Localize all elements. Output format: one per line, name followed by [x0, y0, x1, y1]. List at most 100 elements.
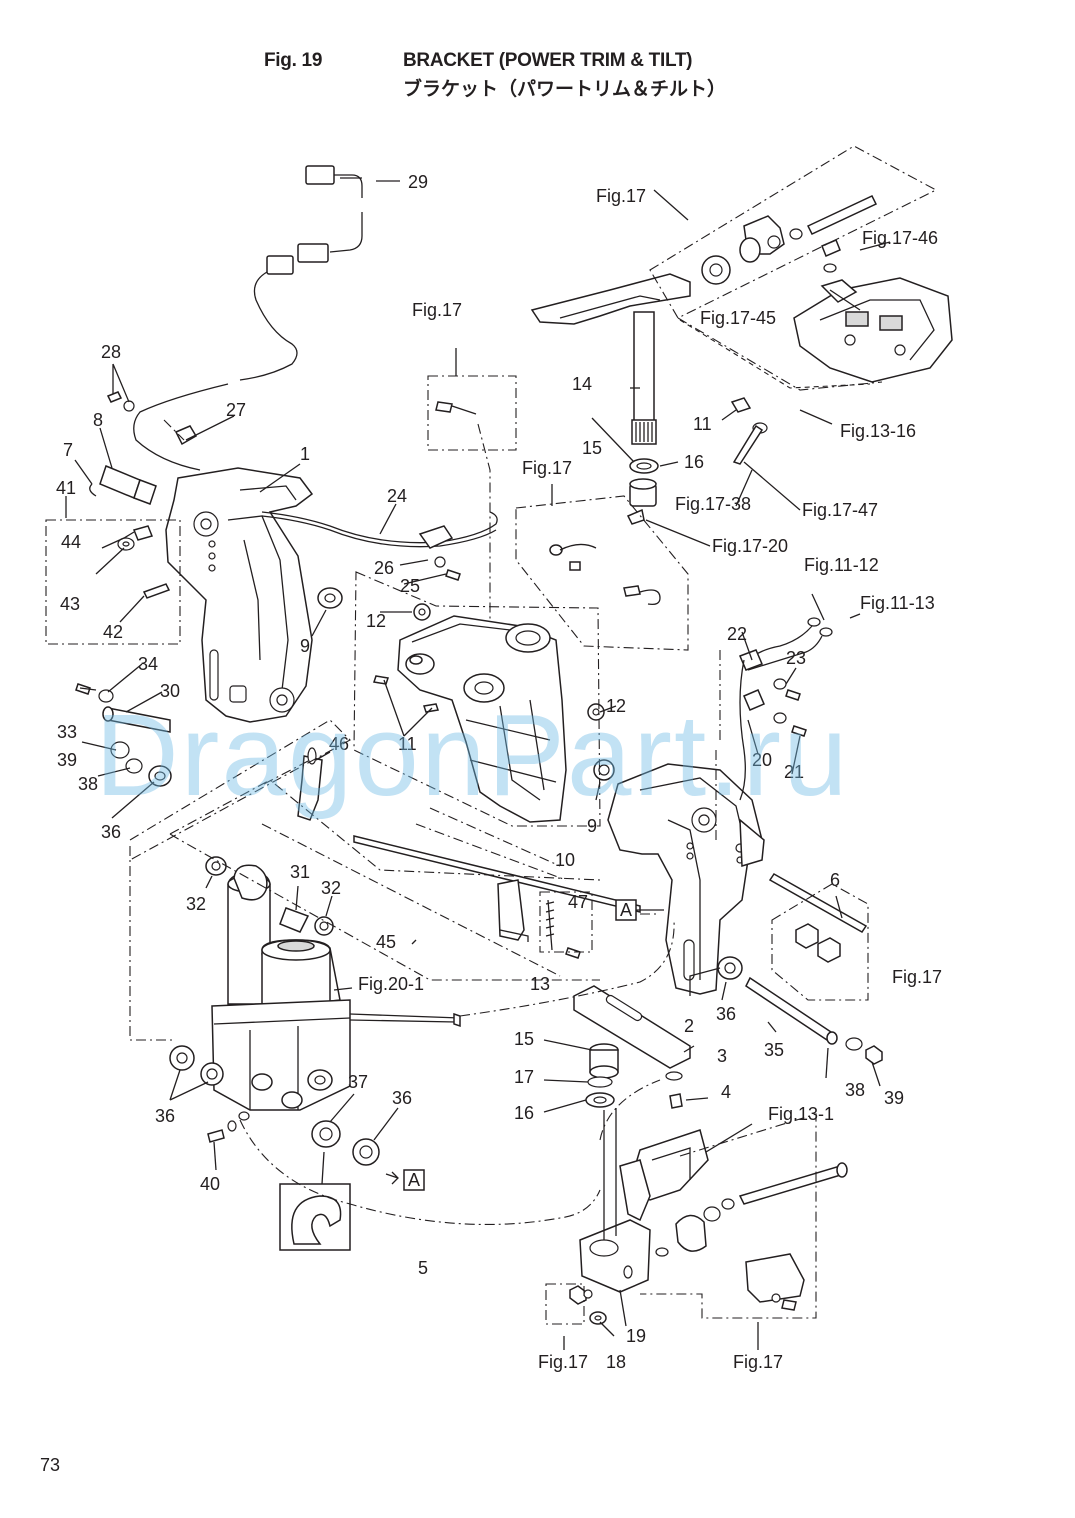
sensor-8-drawing: [89, 391, 198, 505]
callout-44: 44: [61, 532, 81, 552]
ref-fig17-bottom-left: Fig.17: [538, 1352, 588, 1372]
bushing-9-left-drawing: [317, 587, 343, 609]
callout-5: 5: [418, 1258, 428, 1278]
callout-32-right: 32: [321, 878, 341, 898]
bushings-32-drawing: [205, 856, 334, 936]
part-drawings: [75, 165, 953, 1325]
ref-fig11-12: Fig.11-12: [804, 555, 879, 575]
plate-3-drawing: [573, 985, 691, 1109]
callout-a-left: A: [408, 1170, 420, 1190]
callout-46: 46: [329, 734, 349, 754]
ref-fig17-bottom-right: Fig.17: [733, 1352, 783, 1372]
callout-16-top: 16: [684, 452, 704, 472]
callout-4: 4: [721, 1082, 731, 1102]
callout-29: 29: [408, 172, 428, 192]
callout-25: 25: [400, 576, 420, 596]
callout-13: 13: [530, 974, 550, 994]
callout-39-left: 39: [57, 750, 77, 770]
rod-17-38-drawing: [730, 397, 768, 465]
bushings-36-bottom-drawing: [169, 1045, 380, 1251]
ref-fig17-45: Fig.17-45: [700, 308, 776, 328]
callout-36-bottom-right: 36: [392, 1088, 412, 1108]
callout-15-bottom: 15: [514, 1029, 534, 1049]
figure-references: Fig.17 Fig.17-46 Fig.17-45 Fig.13-16 Fig…: [358, 186, 942, 1372]
callout-24: 24: [387, 486, 407, 506]
callout-1: 1: [300, 444, 310, 464]
callout-a-box-left: [403, 1169, 425, 1191]
callout-8: 8: [93, 410, 103, 430]
callout-21: 21: [784, 762, 804, 782]
swivel-bracket-10-drawing: [397, 615, 567, 823]
callout-16-bottom: 16: [514, 1103, 534, 1123]
callout-26: 26: [374, 558, 394, 578]
callout-38-left: 38: [78, 774, 98, 794]
callout-10: 10: [555, 850, 575, 870]
callout-30: 30: [160, 681, 180, 701]
callout-37: 37: [348, 1072, 368, 1092]
callout-39-right: 39: [884, 1088, 904, 1108]
callout-41: 41: [56, 478, 76, 498]
dashed-frames: [45, 145, 938, 1325]
shaft-6-drawing: [768, 873, 868, 963]
ref-fig13-16: Fig.13-16: [840, 421, 916, 441]
callout-9-left: 9: [300, 636, 310, 656]
figure-title-english: BRACKET (POWER TRIM & TILT): [403, 50, 693, 71]
callout-22: 22: [727, 624, 747, 644]
callout-43: 43: [60, 594, 80, 614]
tilt-shaft-30-drawing: [75, 683, 172, 787]
steering-shaft-14-drawing: [530, 273, 691, 525]
leader-lines: [65, 180, 891, 1350]
callout-23: 23: [786, 648, 806, 668]
callout-28: 28: [101, 342, 121, 362]
ref-fig20-1: Fig.20-1: [358, 974, 424, 994]
callout-42: 42: [103, 622, 123, 642]
fig17-left-parts-drawing: [435, 401, 661, 606]
callout-12-right: 12: [606, 696, 626, 716]
callout-36-bottom-left: 36: [155, 1106, 175, 1126]
callout-32-left: 32: [186, 894, 206, 914]
callout-35: 35: [764, 1040, 784, 1060]
ref-fig13-1: Fig.13-1: [768, 1104, 834, 1124]
callout-19: 19: [626, 1326, 646, 1346]
callout-18: 18: [606, 1352, 626, 1372]
ref-fig17-20: Fig.17-20: [712, 536, 788, 556]
lock-46-drawing: [297, 747, 641, 959]
clamp-bracket-2-drawing: [607, 763, 765, 995]
callout-36-left: 36: [101, 822, 121, 842]
clamp-bracket-1-drawing: [165, 467, 314, 723]
lower-mount-fig13-16-drawing: [793, 277, 953, 383]
ref-fig11-13: Fig.11-13: [860, 593, 935, 613]
harness-22-drawing: [739, 617, 833, 801]
figure-number: Fig. 19: [264, 50, 323, 71]
callout-a-box-right: [615, 899, 637, 921]
callout-20: 20: [752, 750, 772, 770]
callout-34: 34: [138, 654, 158, 674]
callout-17: 17: [514, 1067, 534, 1087]
steering-arm-19-drawing: [569, 1108, 651, 1325]
callout-14: 14: [572, 374, 592, 394]
figure-title-japanese: ブラケット（パワートリム＆チルト）: [403, 79, 727, 100]
page-number: 73: [40, 1455, 61, 1475]
callout-45: 45: [376, 932, 396, 952]
callout-12-left: 12: [366, 611, 386, 631]
ref-fig17-38: Fig.17-38: [675, 494, 751, 514]
ref-fig17-mid: Fig.17: [412, 300, 462, 320]
callout-38-right: 38: [845, 1080, 865, 1100]
callout-11-right: 11: [693, 414, 712, 434]
cable-24-drawing: [261, 511, 498, 581]
callout-2: 2: [684, 1016, 694, 1036]
harness-29-drawing: [133, 165, 363, 471]
ref-fig17-top: Fig.17: [596, 186, 646, 206]
lower-mount-fig13-1-drawing: [619, 1129, 848, 1311]
ref-fig17-46: Fig.17-46: [862, 228, 938, 248]
ref-fig17-left: Fig.17: [522, 458, 572, 478]
callout-numbers: 29 28 8 27 7 1 41 24 44 26 25 43 12 42 9…: [56, 172, 904, 1372]
callout-47: 47: [568, 892, 588, 912]
callout-31: 31: [290, 862, 310, 882]
ref-fig17-right: Fig.17: [892, 967, 942, 987]
callout-3: 3: [717, 1046, 727, 1066]
ref-fig17-47: Fig.17-47: [802, 500, 878, 520]
callout-27: 27: [226, 400, 246, 420]
callout-36-right: 36: [716, 1004, 736, 1024]
